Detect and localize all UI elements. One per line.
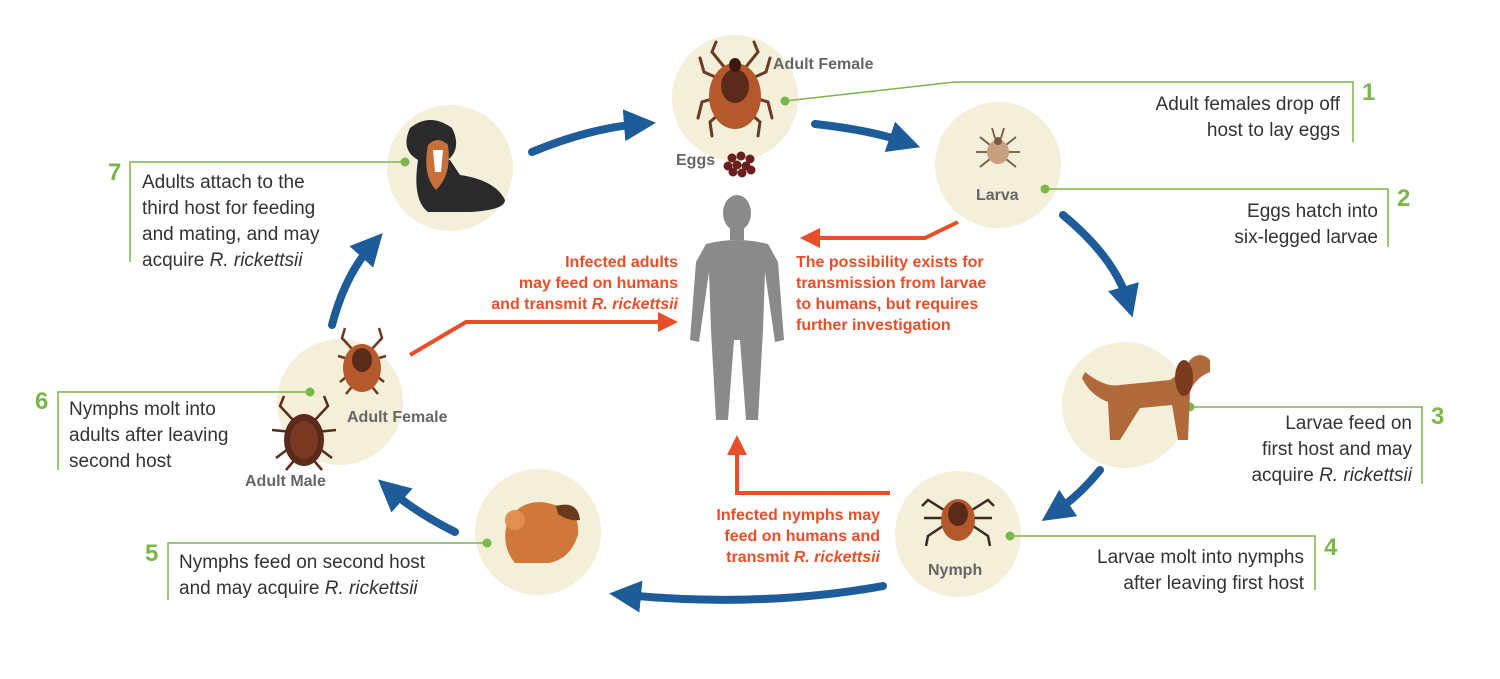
leader-line-2 — [1045, 188, 1389, 247]
step-text-3: Larvae feed on first host and may acquir… — [1150, 411, 1412, 489]
step-number-6: 6 — [35, 388, 49, 415]
step-2-line-2: six-legged larvae — [1234, 227, 1378, 248]
step-6-line-3: second host — [69, 451, 172, 472]
label-adult-male: Adult Male — [245, 473, 326, 490]
cycle-arrow-5 — [609, 580, 887, 613]
label-larva: Larva — [976, 187, 1019, 204]
dog-first-host-icon — [1082, 355, 1210, 440]
human-arrow-larvae — [800, 220, 959, 248]
nymph-tick-icon — [921, 498, 995, 547]
leader-dot-5 — [482, 538, 492, 548]
human-arrows — [408, 220, 959, 495]
step-3-line-1: Larvae feed on — [1285, 413, 1412, 434]
step-number-5: 5 — [145, 540, 159, 567]
step-6-line-1: Nymphs molt into — [69, 399, 216, 420]
note-nymphs-line-3: transmit R. rickettsii — [726, 549, 880, 566]
cycle-arrow-3 — [1059, 211, 1139, 318]
step-number-3: 3 — [1431, 403, 1445, 430]
step-text-4: Larvae molt into nymphs after leaving fi… — [1030, 545, 1304, 597]
step-number-1: 1 — [1362, 79, 1376, 106]
step-3-line-2: first host and may — [1262, 439, 1412, 460]
label-adult-female-left: Adult Female — [347, 409, 448, 426]
cycle-arrow-4 — [1041, 466, 1104, 521]
step-text-5: Nymphs feed on second host and may acqui… — [179, 550, 479, 602]
leader-dot-7 — [400, 157, 410, 167]
step-4-line-2: after leaving first host — [1123, 573, 1304, 594]
leader-dot-4 — [1005, 531, 1015, 541]
step-4-line-1: Larvae molt into nymphs — [1097, 547, 1304, 568]
note-adults-line-1: Infected adults — [565, 254, 678, 271]
step-text-6: Nymphs molt into adults after leaving se… — [69, 397, 269, 475]
note-larvae-possibility: The possibility exists for transmission … — [796, 252, 1036, 336]
larva-tick-icon — [976, 127, 1020, 168]
step-number-7: 7 — [108, 159, 122, 186]
note-larvae-line-3: to humans, but requires — [796, 296, 979, 313]
leader-line-6 — [57, 391, 310, 470]
step-1-line-2: host to lay eggs — [1206, 120, 1340, 141]
step-1-line-1: Adult females drop off — [1155, 94, 1340, 115]
note-larvae-line-4: further investigation — [796, 317, 951, 334]
step-5-line-2: and may acquire R. rickettsii — [179, 578, 418, 599]
leader-dot-6 — [305, 387, 315, 397]
leader-dot-2 — [1040, 184, 1050, 194]
dog-pomeranian-icon — [505, 502, 580, 563]
leader-line-4 — [1010, 535, 1316, 590]
leader-line-7 — [129, 161, 405, 262]
cycle-arrows — [328, 109, 1139, 613]
label-eggs: Eggs — [676, 152, 716, 169]
note-nymphs-line-1: Infected nymphs may — [716, 507, 880, 524]
label-adult-female-top: Adult Female — [773, 56, 874, 73]
step-7-line-1: Adults attach to the — [142, 172, 305, 193]
note-nymphs-line-2: feed on humans and — [724, 528, 880, 545]
cycle-arrow-1 — [528, 109, 656, 156]
step-text-1: Adult females drop off host to lay eggs — [1080, 92, 1340, 144]
step-number-4: 4 — [1324, 534, 1338, 561]
step-text-2: Eggs hatch into six-legged larvae — [1120, 199, 1378, 251]
leader-line-5 — [167, 542, 487, 600]
leader-lines — [57, 81, 1423, 600]
leader-line-3 — [1190, 406, 1423, 484]
note-adults-line-3: and transmit R. rickettsii — [491, 296, 678, 313]
note-larvae-line-1: The possibility exists for — [796, 254, 984, 271]
human-arrow-nymphs — [727, 435, 890, 495]
step-2-line-1: Eggs hatch into — [1247, 201, 1378, 222]
dog-bernese-icon — [406, 120, 505, 212]
note-infected-nymphs: Infected nymphs may feed on humans and t… — [680, 505, 880, 568]
cycle-arrow-2 — [811, 120, 921, 152]
step-3-line-3: acquire R. rickettsii — [1251, 465, 1412, 486]
cycle-arrow-6 — [377, 479, 459, 536]
step-number-2: 2 — [1397, 185, 1411, 212]
note-infected-adults: Infected adults may feed on humans and t… — [470, 252, 678, 315]
note-adults-line-2: may feed on humans — [518, 275, 678, 292]
step-7-line-3: and mating, and may — [142, 224, 320, 245]
step-7-line-2: third host for feeding — [142, 198, 316, 219]
human-silhouette-icon — [690, 195, 784, 420]
eggs-icon — [723, 151, 756, 178]
step-7-line-4: acquire R. rickettsii — [142, 250, 303, 271]
label-nymph: Nymph — [928, 562, 983, 579]
step-5-line-1: Nymphs feed on second host — [179, 552, 426, 573]
leader-dot-1 — [780, 96, 790, 106]
step-text-7: Adults attach to the third host for feed… — [142, 170, 362, 274]
leader-line-1 — [784, 81, 1354, 142]
stage-circle-larva — [935, 102, 1061, 228]
step-6-line-2: adults after leaving — [69, 425, 229, 446]
note-larvae-line-2: transmission from larvae — [796, 275, 987, 292]
human-arrow-adults — [408, 312, 678, 357]
cycle-arrow-7 — [328, 233, 383, 329]
